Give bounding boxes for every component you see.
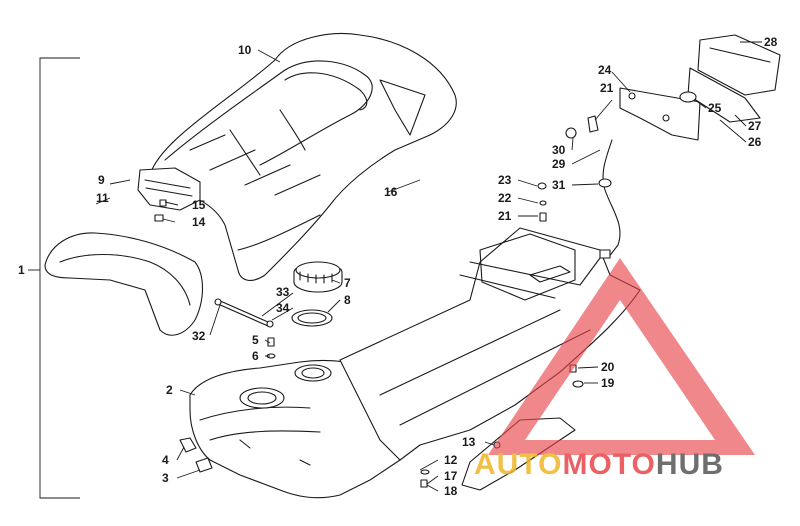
leader-lines — [95, 41, 762, 492]
fuel-fitting — [179, 437, 213, 473]
watermark-word-hub: HUB — [656, 448, 724, 481]
taillight-lens — [687, 67, 761, 123]
callout-7: 7 — [344, 276, 351, 290]
assembly-bracket — [28, 57, 80, 499]
fuel-cap — [293, 261, 343, 293]
callout-33: 33 — [276, 285, 290, 299]
callout-18: 18 — [444, 484, 458, 498]
callout-32: 32 — [192, 329, 206, 343]
callout-14: 14 — [192, 215, 206, 229]
callout-26: 26 — [748, 135, 762, 149]
callout-30: 30 — [552, 143, 566, 157]
fastener-set-17-18 — [420, 469, 430, 488]
watermark-triangle — [488, 258, 755, 455]
fastener-set-5-6 — [266, 337, 276, 359]
bulb-25 — [679, 91, 697, 103]
taillight-housing — [697, 34, 781, 96]
callout-24: 24 — [598, 63, 612, 77]
callout-2: 2 — [166, 383, 173, 397]
fastener-set-21-23 — [537, 182, 547, 222]
callout-4: 4 — [162, 453, 169, 467]
callout-3: 3 — [162, 471, 169, 485]
svg-text:AUTOMOTOHUB: AUTOMOTOHUB — [474, 448, 724, 481]
callout-1: 1 — [18, 263, 25, 277]
callout-9: 9 — [98, 173, 105, 187]
callout-22: 22 — [498, 191, 512, 205]
seat-clip-parts — [154, 199, 167, 222]
callout-31: 31 — [552, 178, 566, 192]
callout-8: 8 — [344, 293, 351, 307]
seat-side-panel — [137, 167, 201, 211]
callout-12: 12 — [444, 453, 458, 467]
wiring-harness — [598, 139, 621, 259]
front-cover — [44, 232, 204, 336]
callout-23: 23 — [498, 173, 512, 187]
callout-15: 15 — [192, 198, 206, 212]
callout-6: 6 — [252, 349, 259, 363]
callout-17: 17 — [444, 469, 458, 483]
callout-29: 29 — [552, 157, 566, 171]
watermark-logo: AUTOMOTOHUB — [474, 258, 755, 481]
watermark-word-moto: MOTO — [562, 448, 655, 481]
callout-34: 34 — [276, 301, 290, 315]
seat-part — [149, 33, 457, 281]
callout-19: 19 — [601, 376, 615, 390]
callout-13: 13 — [462, 435, 476, 449]
callout-11: 11 — [96, 191, 109, 205]
callout-labels: 1 2 3 4 5 6 7 8 9 10 11 12 13 14 15 16 1… — [18, 35, 778, 498]
callout-20: 20 — [601, 360, 615, 374]
callout-16: 16 — [384, 185, 398, 199]
callout-21-lower: 21 — [498, 209, 512, 223]
callout-25: 25 — [708, 101, 722, 115]
callout-5: 5 — [252, 333, 259, 347]
cap-gasket — [291, 309, 333, 327]
callout-27: 27 — [748, 119, 762, 133]
callout-10: 10 — [238, 43, 252, 57]
callout-21-upper: 21 — [600, 81, 614, 95]
watermark-word-auto: AUTO — [474, 448, 562, 481]
callout-28: 28 — [764, 35, 778, 49]
support-rod — [214, 298, 274, 328]
tunnel-console — [339, 227, 641, 461]
